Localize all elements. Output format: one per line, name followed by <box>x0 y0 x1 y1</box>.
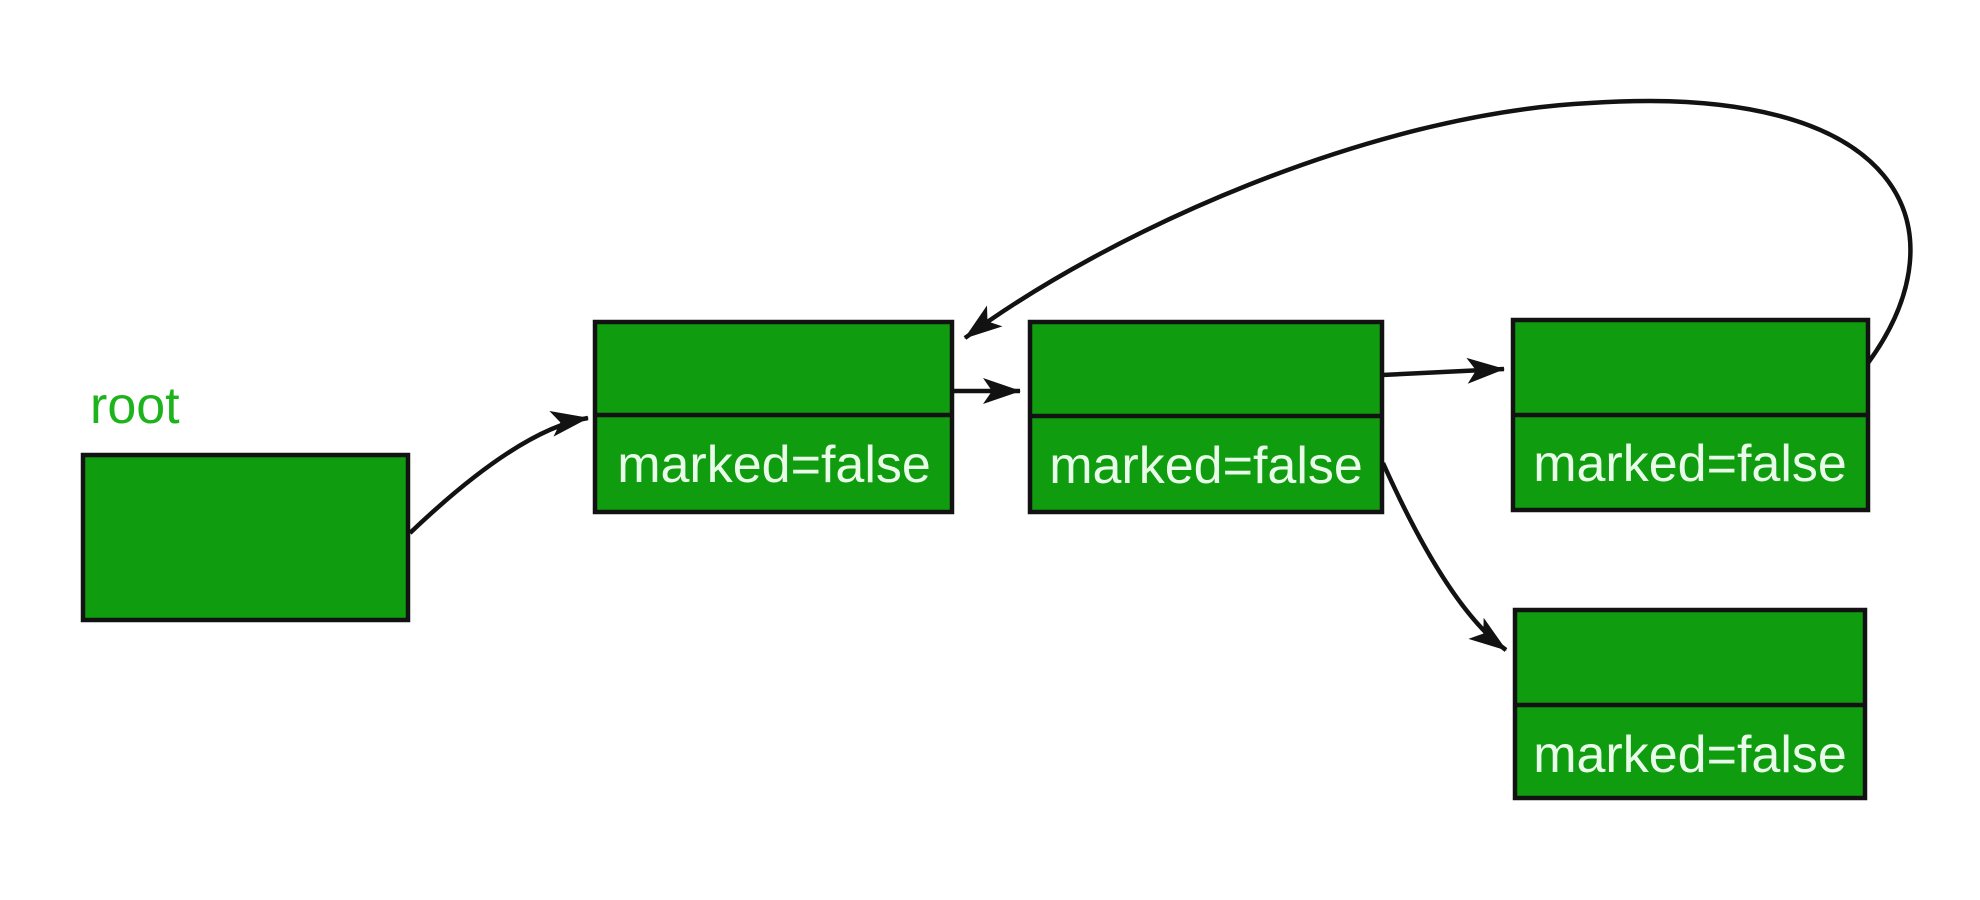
node-3-label: marked=false <box>1533 435 1847 493</box>
root-label: root <box>90 377 180 435</box>
node-1-label: marked=false <box>617 436 931 494</box>
edge-node-2-to-node-3 <box>1381 357 1505 384</box>
node-2-label: marked=false <box>1049 437 1363 495</box>
node-4-label: marked=false <box>1533 726 1847 784</box>
node-3: marked=false <box>1510 317 1871 513</box>
node-2: marked=false <box>1027 319 1385 515</box>
root-node-box <box>80 452 411 623</box>
node-1: marked=false <box>592 319 955 515</box>
edge-node-3-to-node-1 <box>963 98 1913 365</box>
edge-root-to-node-1 <box>408 411 589 535</box>
edge-node-2-to-node-4 <box>1380 462 1508 652</box>
node-4: marked=false <box>1512 607 1868 801</box>
